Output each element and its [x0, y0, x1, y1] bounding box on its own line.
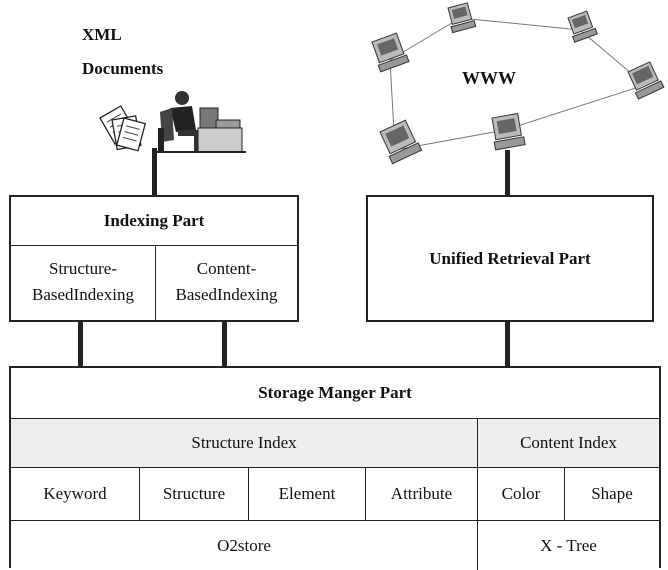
storage-manager-title: Storage Manger Part [258, 383, 412, 402]
network-computer-icon [371, 32, 410, 73]
o2store-cell: O2store [217, 535, 271, 555]
indexing-divider [11, 245, 297, 246]
xml-documents-line1: XML [82, 25, 122, 44]
structure-index-header: Structure Index [11, 419, 477, 467]
sub-divider-2 [248, 468, 249, 520]
connector-structure-storage [78, 322, 83, 366]
storage-divider-2 [11, 467, 659, 468]
keyword-cell: Keyword [43, 484, 107, 503]
connector-docs-indexing [152, 148, 157, 196]
structure-cell: Structure [162, 484, 226, 503]
person-at-computer-icon [156, 91, 246, 153]
connector-retrieval-storage [505, 322, 510, 366]
indexing-part-title: Indexing Part [103, 211, 205, 230]
sub-divider-5 [564, 468, 565, 520]
connector-www-retrieval [505, 150, 510, 196]
documents-icon [99, 105, 147, 152]
www-label: WWW [462, 68, 516, 88]
network-computer-icon [447, 2, 477, 34]
indexing-split [155, 245, 156, 320]
network-computer-icon [491, 112, 526, 151]
storage-divider-3 [11, 520, 659, 521]
xml-documents-title: XML Documents [82, 18, 163, 86]
structure-based-indexing: Structure- BasedIndexing [11, 247, 155, 317]
attribute-cell: Attribute [390, 484, 453, 503]
structure-based-line2: BasedIndexing [32, 285, 134, 304]
network-computer-icon [379, 119, 423, 165]
unified-retrieval-title: Unified Retrieval Part [429, 248, 591, 268]
sub-divider-3 [365, 468, 366, 520]
content-based-line1: Content- [196, 259, 257, 278]
xml-documents-line2: Documents [82, 59, 164, 78]
structure-content-split [477, 419, 478, 570]
shape-cell: Shape [591, 484, 633, 503]
content-based-indexing: Content- BasedIndexing [156, 247, 297, 317]
storage-divider-1 [11, 418, 659, 419]
content-based-line2: BasedIndexing [175, 285, 278, 304]
network-computer-icon [567, 10, 598, 43]
content-index-header: Content Index [478, 419, 659, 467]
sub-divider-1 [139, 468, 140, 520]
connector-content-storage [222, 322, 227, 366]
structure-based-line1: Structure- [49, 259, 117, 278]
network-computer-icon [627, 61, 665, 100]
unified-retrieval-part-box: Unified Retrieval Part [366, 195, 654, 322]
element-cell: Element [278, 484, 336, 503]
storage-manager-part-box: Storage Manger Part Structure Index Cont… [9, 366, 661, 570]
xtree-cell: X - Tree [540, 535, 597, 555]
color-cell: Color [501, 484, 541, 503]
indexing-part-box: Indexing Part Structure- BasedIndexing C… [9, 195, 299, 322]
